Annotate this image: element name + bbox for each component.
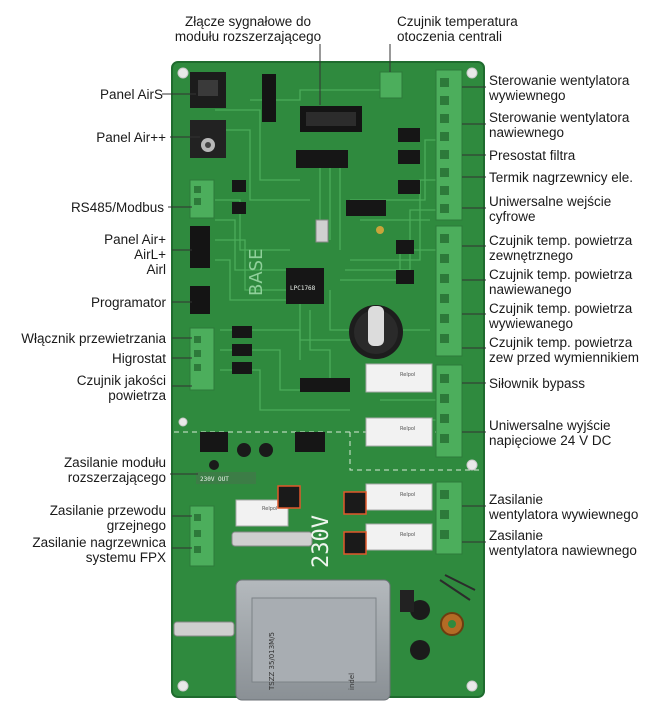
- right-terminal-blocks: [435, 69, 463, 555]
- svg-text:Relpol: Relpol: [400, 492, 415, 498]
- label-air-quality-sensor: Czujnik jakości powietrza: [76, 373, 166, 403]
- svg-text:Relpol: Relpol: [400, 532, 415, 538]
- out-silkscreen: 230V OUT: [200, 476, 229, 483]
- label-rs485-modbus: RS485/Modbus: [70, 200, 164, 215]
- label-outdoor-air-temp: Czujnik temp. powietrza zewnętrznego: [489, 233, 633, 263]
- label-bypass-actuator: Siłownik bypass: [489, 376, 586, 391]
- label-fpx-heater-power: Zasilanie nagrzewnica systemu FPX: [32, 535, 166, 565]
- label-panel-air-plus: Panel Air+ AirL+ Airl: [104, 232, 166, 277]
- label-expansion-module-power: Zasilanie modułu rozszerzającego: [63, 455, 166, 485]
- label-filter-pressostat: Presostat filtra: [489, 148, 576, 163]
- mounting-holes: [177, 67, 478, 692]
- label-exhaust-fan-control: Sterowanie wentylatora wywiewnego: [489, 73, 630, 103]
- label-panel-airs: Panel AirS: [99, 87, 163, 102]
- relays: [235, 363, 433, 551]
- leader-lines: [162, 44, 486, 549]
- label-airing-switch: Włącznik przewietrzania: [21, 331, 166, 346]
- svg-text:Relpol: Relpol: [400, 426, 415, 432]
- label-supply-air-temp: Czujnik temp. powietrza nawiewanego: [489, 267, 633, 297]
- voltage-silkscreen: 230V: [309, 515, 334, 568]
- label-programmer: Programator: [90, 295, 166, 310]
- svg-text:TSZZ 35/013M/5: TSZZ 35/013M/5: [268, 632, 276, 691]
- label-heater-thermal-switch: Termik nagrzewnicy ele.: [489, 170, 634, 185]
- capacitors: [400, 590, 430, 660]
- label-universal-24v-output: Uniwersalne wyjście napięciowe 24 V DC: [489, 418, 612, 448]
- svg-text:indel: indel: [348, 673, 356, 690]
- label-hygrostat: Higrostat: [111, 351, 166, 366]
- svg-text:Relpol: Relpol: [400, 372, 415, 378]
- label-panel-air-plus-plus: Panel Air++: [96, 130, 166, 145]
- label-heating-cable-power: Zasilanie przewodu grzejnego: [49, 503, 166, 533]
- svg-text:LPC1768: LPC1768: [290, 285, 316, 292]
- svg-text:Relpol: Relpol: [262, 506, 277, 512]
- integrated-circuits: [200, 128, 420, 452]
- board-name-silkscreen: BASE: [246, 249, 267, 296]
- label-ambient-temp-sensor: Czujnik temperatura otoczenia centrali: [397, 14, 518, 44]
- label-supply-fan-control: Sterowanie wentylatora nawiewnego: [489, 110, 630, 140]
- label-exhaust-fan-power: Zasilanie wentylatora wywiewnego: [489, 492, 639, 522]
- label-supply-fan-power: Zasilanie wentylatora nawiewnego: [489, 528, 637, 558]
- label-pre-exchanger-temp: Czujnik temp. powietrza zew przed wymien…: [489, 335, 640, 365]
- label-signal-connector: Złącze sygnałowe do modułu rozszerzające…: [174, 14, 322, 44]
- label-exhaust-air-temp: Czujnik temp. powietrza wywiewanego: [489, 301, 633, 331]
- label-universal-digital-input: Uniwersalne wejście cyfrowe: [489, 194, 612, 224]
